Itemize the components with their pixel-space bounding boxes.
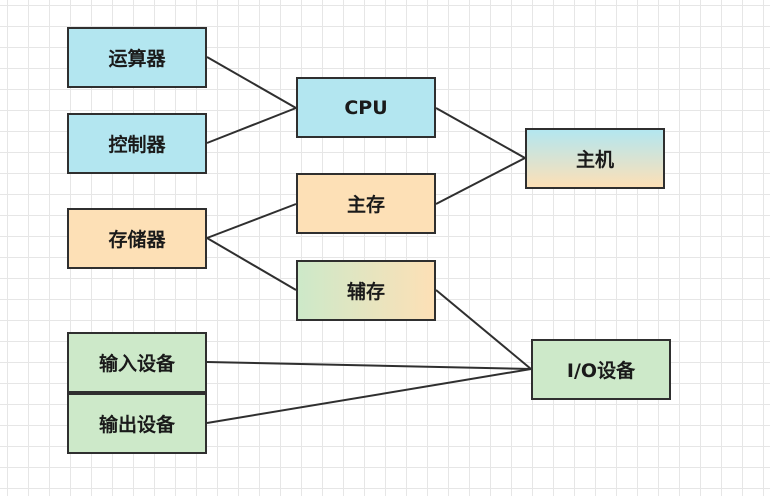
node-control-unit[interactable]: 控制器 <box>67 113 207 174</box>
edge-aux-io <box>435 289 532 370</box>
node-host[interactable]: 主机 <box>525 128 665 189</box>
node-main-memory-label: 主存 <box>346 194 385 216</box>
node-input-device[interactable]: 输入设备 <box>67 332 207 393</box>
node-output-device[interactable]: 输出设备 <box>67 393 207 454</box>
node-memory[interactable]: 存储器 <box>67 208 207 269</box>
node-output-device-label: 输出设备 <box>98 414 175 436</box>
edge-out-io <box>206 368 532 424</box>
node-host-label: 主机 <box>575 149 614 171</box>
node-main-memory[interactable]: 主存 <box>296 173 436 234</box>
node-io-device[interactable]: I/O设备 <box>531 339 671 400</box>
node-io-device-label: I/O设备 <box>566 360 636 382</box>
edge-cpu-host <box>435 107 526 159</box>
node-aux-memory[interactable]: 辅存 <box>296 260 436 321</box>
edge-mem-main <box>206 203 297 239</box>
edge-in-io <box>206 361 532 370</box>
node-memory-label: 存储器 <box>108 229 166 251</box>
node-input-device-label: 输入设备 <box>98 353 175 375</box>
node-alu-label: 运算器 <box>108 48 166 70</box>
node-alu[interactable]: 运算器 <box>67 27 207 88</box>
node-cpu-label: CPU <box>344 96 388 119</box>
edge-alu-cpu <box>206 56 297 109</box>
edge-main-host <box>435 157 526 205</box>
node-cpu[interactable]: CPU <box>296 77 436 138</box>
edge-mem-aux <box>206 237 297 291</box>
node-control-unit-label: 控制器 <box>108 134 166 156</box>
edge-cu-cpu <box>206 107 297 144</box>
node-aux-memory-label: 辅存 <box>346 281 385 303</box>
